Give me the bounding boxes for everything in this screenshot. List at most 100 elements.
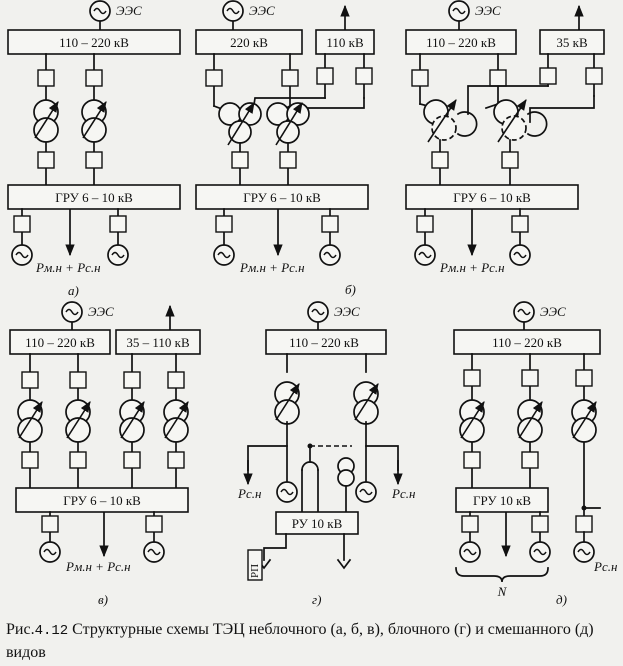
aux-load-label: Pс.н	[391, 486, 415, 501]
breaker-icon	[85, 69, 103, 87]
transformer-icon	[34, 100, 58, 142]
figure-caption: Рис.4.12 Структурные схемы ТЭЦ неблочног…	[6, 619, 618, 663]
busbar-label: 110 – 220 кВ	[59, 35, 129, 50]
busbar-box	[265, 329, 387, 355]
gru-busbar-box	[7, 184, 181, 210]
generator-icon	[143, 541, 165, 563]
autotransformer-icon	[423, 99, 478, 143]
breaker-icon	[281, 69, 299, 87]
breaker-icon	[21, 371, 39, 389]
power-system-generator-icon	[222, 0, 244, 22]
breaker-icon	[123, 451, 141, 469]
transformer-icon	[460, 400, 484, 442]
auxiliary-transformer-icon	[337, 457, 355, 487]
power-system-generator-icon	[307, 301, 329, 323]
generator-icon	[573, 541, 595, 563]
breaker-icon	[463, 451, 481, 469]
busbar-box	[315, 29, 375, 55]
transformer-icon	[572, 400, 596, 442]
sub-label: б)	[345, 282, 356, 297]
breaker-icon	[167, 371, 185, 389]
aux-load-label: Pс.н	[237, 486, 261, 501]
breaker-icon	[575, 515, 593, 533]
generator-icon	[39, 541, 61, 563]
breaker-icon	[41, 515, 59, 533]
busbar-box	[405, 29, 517, 55]
busbar-box	[9, 329, 111, 355]
busbar-label: 220 кВ	[230, 35, 268, 50]
breaker-icon	[109, 215, 127, 233]
breaker-icon	[355, 67, 373, 85]
group-count-label: N	[497, 584, 508, 599]
breaker-icon	[69, 371, 87, 389]
busbar-label: 110 кВ	[326, 35, 364, 50]
power-system-label: ЭЭС	[475, 3, 501, 18]
breaker-icon	[21, 451, 39, 469]
breaker-icon	[461, 515, 479, 533]
breaker-icon	[521, 451, 539, 469]
transformer-icon	[518, 400, 542, 442]
breaker-icon	[431, 151, 449, 169]
transformer-icon	[82, 100, 106, 142]
group-brace	[455, 567, 549, 583]
generator-icon	[509, 244, 531, 266]
load-label: Pм.н + Pс.н	[439, 260, 505, 275]
breaker-icon	[411, 69, 429, 87]
gru-busbar-box	[405, 184, 579, 210]
scheme-d: ЭЭС 110 – 220 кВ ГРУ 10 кВ Pс.н N д)	[453, 301, 617, 607]
generator-icon	[213, 244, 235, 266]
load-label: Pм.н + Pс.н	[65, 559, 131, 574]
breaker-icon	[585, 67, 603, 85]
scheme-v-top: ЭЭС 110 – 220 кВ 35 кВ	[405, 0, 605, 275]
power-system-generator-icon	[61, 301, 83, 323]
busbar-box	[115, 329, 201, 355]
auto-reserve-label: РП	[249, 564, 261, 578]
breaker-icon	[37, 151, 55, 169]
busbar-box	[453, 329, 601, 355]
caption-number: 4.12	[34, 623, 69, 639]
gru-busbar-box	[15, 487, 189, 513]
ru-busbar-box	[275, 511, 359, 535]
scheme-g: ЭЭС 110 – 220 кВ Pс.н Pс.н РУ 10 кВ	[237, 301, 415, 607]
load-label: Pм.н + Pс.н	[239, 260, 305, 275]
busbar-label: 110 – 220 кВ	[426, 35, 496, 50]
three-winding-transformer-icon	[266, 102, 310, 146]
breaker-icon	[489, 69, 507, 87]
aux-load-label: Pс.н	[593, 559, 617, 574]
power-system-label: ЭЭС	[249, 3, 275, 18]
breaker-icon	[145, 515, 163, 533]
generator-icon	[529, 541, 551, 563]
breaker-icon	[279, 151, 297, 169]
breaker-icon	[521, 369, 539, 387]
sub-label: а)	[68, 283, 79, 298]
gru-label: ГРУ 6 – 10 кВ	[63, 493, 141, 508]
diagram-canvas: ЭЭС 110 – 220 кВ ГРУ 6 – 10 кВ Pм.н + Pс…	[7, 0, 617, 607]
sub-label: в)	[98, 592, 108, 607]
load-label: Pм.н + Pс.н	[35, 260, 101, 275]
breaker-icon	[167, 451, 185, 469]
scheme-a: ЭЭС 110 – 220 кВ ГРУ 6 – 10 кВ Pм.н + Pс…	[7, 0, 181, 298]
gru-label: ГРУ 6 – 10 кВ	[453, 190, 531, 205]
generator-icon	[414, 244, 436, 266]
power-system-label: ЭЭС	[88, 304, 114, 319]
caption-text: Структурные схемы ТЭЦ неблочного (а, б, …	[6, 621, 594, 661]
busbar-label: 110 – 220 кВ	[25, 335, 95, 350]
breaker-icon	[13, 215, 31, 233]
autotransformer-icon	[493, 99, 548, 143]
power-system-generator-icon	[513, 301, 535, 323]
busbar-label: 35 кВ	[556, 35, 588, 50]
busbar-label: 35 – 110 кВ	[126, 335, 190, 350]
generator-icon	[319, 244, 341, 266]
transformer-icon	[120, 400, 144, 442]
gru-label: ГРУ 6 – 10 кВ	[243, 190, 321, 205]
gru-label: ГРУ 10 кВ	[473, 493, 531, 508]
breaker-icon	[205, 69, 223, 87]
breaker-icon	[231, 151, 249, 169]
transformer-icon	[275, 382, 299, 424]
power-system-label: ЭЭС	[540, 304, 566, 319]
power-system-label: ЭЭС	[334, 304, 360, 319]
power-system-generator-icon	[448, 0, 470, 22]
busbar-label: 110 – 220 кВ	[289, 335, 359, 350]
power-system-label: ЭЭС	[116, 3, 142, 18]
breaker-icon	[511, 215, 529, 233]
